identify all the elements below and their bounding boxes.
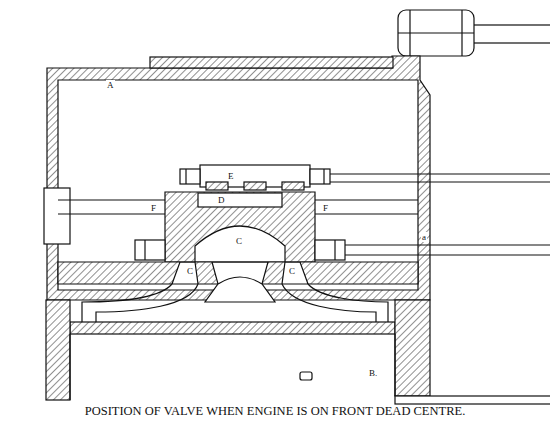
chamber-letter: A (106, 80, 115, 90)
valve-letter: D (217, 195, 226, 205)
figure-caption: POSITION OF VALVE WHEN ENGINE IS ON FRON… (85, 404, 466, 418)
port-letter: C (288, 266, 296, 276)
port-letter: F (322, 203, 329, 213)
cylinder-letter: B. (368, 368, 378, 378)
cavity-letter: C (235, 236, 243, 246)
port-letter: F (150, 203, 157, 213)
valve-letter: E (227, 171, 235, 181)
caption-row: POSITION OF VALVE WHEN ENGINE IS ON FRON… (0, 404, 550, 419)
part-letter: a (421, 232, 427, 242)
port-letter: C (186, 266, 194, 276)
